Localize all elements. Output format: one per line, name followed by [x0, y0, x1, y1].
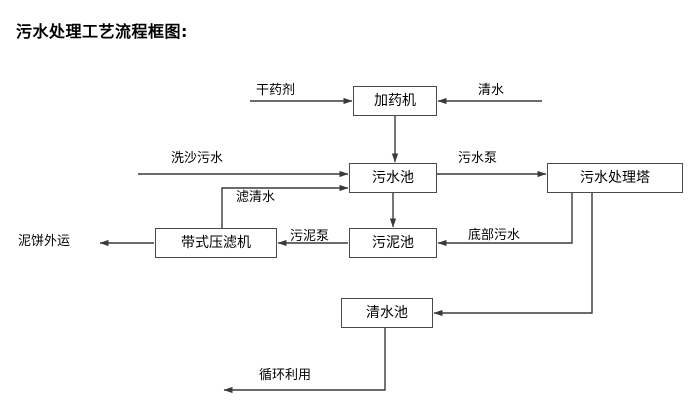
node-belt-filter-press[interactable]: 带式压滤机	[155, 228, 277, 258]
edge-label-clean-water: 清水	[478, 83, 505, 98]
node-treatment-tower[interactable]: 污水处理塔	[547, 163, 683, 193]
edge-label-bottom-sewage: 底部污水	[468, 228, 521, 243]
node-label: 污泥池	[372, 235, 414, 251]
node-clear-water-pool[interactable]: 清水池	[341, 298, 433, 328]
edge-clear-water-pool-to-recycle	[223, 328, 386, 394]
node-label: 污水池	[372, 170, 414, 186]
node-label: 清水池	[366, 305, 408, 321]
edge-label-sewage-pump: 污水泵	[458, 151, 498, 166]
node-label: 加药机	[374, 93, 416, 109]
node-dosing-machine[interactable]: 加药机	[353, 86, 437, 116]
terminal-label-mud-cake-out: 泥饼外运	[18, 234, 71, 249]
edge-label-filtered-clear-water: 滤清水	[236, 190, 276, 205]
edge-tower-bottom-sewage-to-sludge-pool	[437, 193, 573, 247]
node-label: 带式压滤机	[181, 235, 251, 251]
page-title: 污水处理工艺流程框图:	[16, 22, 188, 41]
edge-label-sand-wash-sewage: 洗沙污水	[171, 151, 224, 166]
node-sludge-pool[interactable]: 污泥池	[349, 228, 437, 258]
edge-tower-to-clear-water-pool	[433, 193, 593, 317]
edge-label-dry-reagent: 干药剂	[256, 83, 296, 98]
node-label: 污水处理塔	[580, 170, 650, 186]
edge-label-sludge-pump: 污泥泵	[290, 229, 330, 244]
edge-filtrate-to-wastewater-pool	[221, 184, 349, 228]
node-wastewater-pool[interactable]: 污水池	[349, 163, 437, 193]
edge-label-recycle-reuse: 循环利用	[259, 368, 312, 383]
